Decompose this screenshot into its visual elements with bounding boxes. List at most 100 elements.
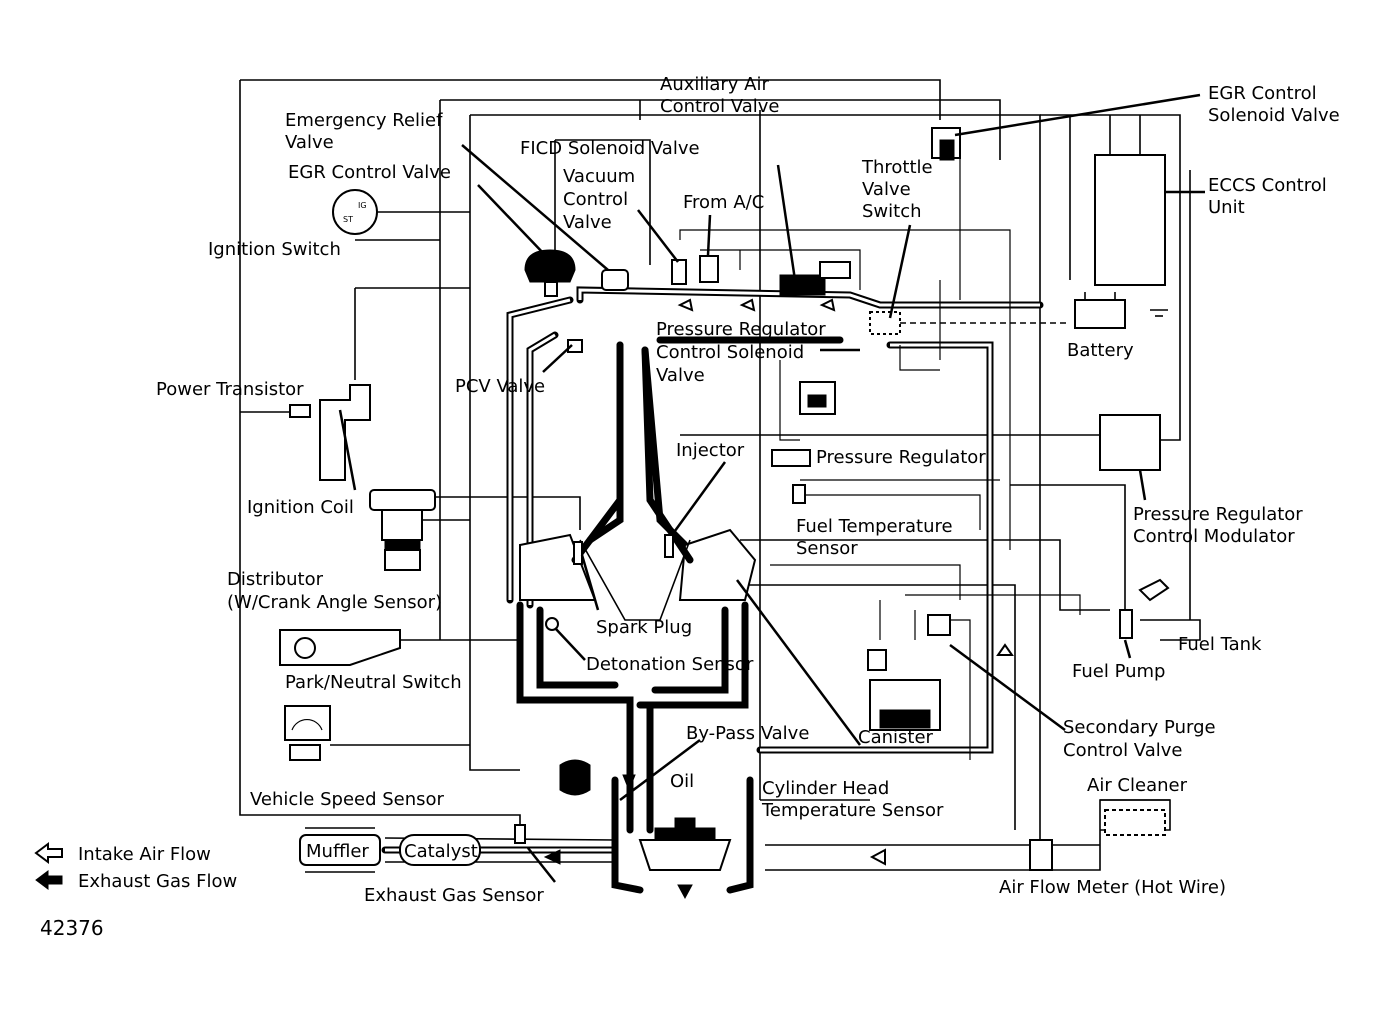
leader-lines: [461, 93, 1205, 883]
catalyst-symbol: [399, 834, 481, 866]
pr-solenoid-label-line2: Control Solenoid: [656, 342, 804, 363]
ficd-solenoid-valve-symbol: [699, 255, 719, 283]
exhaust-down-arrow: [622, 774, 636, 792]
detonation-sensor-symbol: [545, 617, 559, 631]
by-pass-valve-label: By-Pass Valve: [686, 723, 809, 744]
vacuum-control-label-line2: Control: [563, 189, 628, 210]
cyl-head-temp-label-line2: Temperature Sensor: [761, 800, 944, 821]
wiring-harness: [239, 79, 1201, 850]
exhaust-gas-sensor-symbol: [514, 824, 526, 844]
air-flow-meter-label: Air Flow Meter (Hot Wire): [999, 877, 1226, 898]
manifold-intake-arrow-3: [819, 298, 836, 312]
park-neutral-switch-symbol: [279, 629, 401, 666]
ignition-coil-label: Ignition Coil: [247, 497, 354, 518]
vacuum-control-label-line1: Vacuum: [563, 166, 635, 187]
egr-control-valve-label: EGR Control Valve: [288, 162, 451, 183]
pr-solenoid-label-line3: Valve: [656, 365, 705, 386]
eccs-control-unit-box: [1094, 154, 1166, 286]
ignition-switch-ig-mark: IG: [358, 201, 367, 210]
intake-air-flow-legend-icon: [34, 842, 63, 864]
auxiliary-air-label-line2: Control Valve: [660, 96, 779, 117]
muffler-symbol: [299, 834, 381, 866]
pr-solenoid-label-line1: Pressure Regulator: [656, 319, 826, 340]
detonation-sensor-label: Detonation Sensor: [586, 654, 754, 675]
fuel-temp-label-line1: Fuel Temperature: [796, 516, 953, 537]
vehicle-speed-sensor-symbol: [284, 705, 331, 761]
battery-label: Battery: [1067, 340, 1134, 361]
throttle-switch-label-line3: Switch: [862, 201, 922, 222]
figure-id: 42376: [40, 916, 104, 940]
ficd-solenoid-label: FICD Solenoid Valve: [520, 138, 700, 159]
emergency-relief-label-line2: Valve: [285, 132, 334, 153]
muffler-label: Muffler: [306, 841, 369, 862]
ignition-coil-symbol: [289, 384, 371, 491]
ignition-switch-label: Ignition Switch: [208, 239, 341, 260]
catalyst-label: Catalyst: [404, 841, 478, 862]
by-pass-valve-symbol: [559, 759, 591, 796]
engine-block-symbol: [519, 341, 757, 621]
cyl-head-temp-label-line1: Cylinder Head: [762, 778, 889, 799]
throttle-switch-label-line1: Throttle: [861, 157, 933, 178]
air-cleaner-label: Air Cleaner: [1087, 775, 1188, 796]
exhaust-flow-arrow: [543, 849, 561, 865]
exhaust-gas-flow-legend-icon: [35, 870, 63, 890]
emergency-relief-label-line1: Emergency Relief: [285, 110, 443, 131]
legend: Intake Air Flow Exhaust Gas Flow: [34, 842, 237, 892]
intake-flow-arrow-bottom: [869, 848, 886, 866]
fuel-tank-label: Fuel Tank: [1178, 634, 1262, 655]
canister-symbol: [867, 614, 951, 731]
auxiliary-air-control-valve-symbol: [819, 261, 851, 279]
secondary-purge-label-line2: Control Valve: [1063, 740, 1182, 761]
distributor-symbol: [369, 489, 436, 571]
hose-network: [506, 150, 1081, 834]
fuel-temp-label-line2: Sensor: [796, 538, 858, 559]
ignition-switch-symbol: IG ST: [332, 189, 378, 235]
pr-modulator-label-line2: Control Modulator: [1133, 526, 1295, 547]
pressure-regulator-symbol: [771, 449, 811, 467]
auxiliary-air-label-line1: Auxiliary Air: [660, 74, 769, 95]
battery-symbol: [1074, 292, 1168, 329]
egr-solenoid-label-line2: Solenoid Valve: [1208, 105, 1340, 126]
exhaust-gas-flow-legend-label: Exhaust Gas Flow: [78, 871, 237, 892]
oil-label: Oil: [670, 771, 694, 792]
emergency-relief-valve-symbol: [601, 269, 629, 291]
intake-flow-arrow-right: [996, 643, 1014, 656]
eccs-label-line1: ECCS Control: [1208, 175, 1327, 196]
distributor-label-line1: Distributor: [227, 569, 324, 590]
egr-control-solenoid-valve-symbol: [931, 127, 961, 161]
pr-modulator-label-line1: Pressure Regulator: [1133, 504, 1303, 525]
vehicle-speed-sensor-label: Vehicle Speed Sensor: [250, 789, 445, 810]
injector-label: Injector: [676, 440, 745, 461]
vacuum-control-label-line3: Valve: [563, 212, 612, 233]
air-flow-meter-symbol: [1029, 839, 1053, 871]
vacuum-control-valve-symbol: [671, 259, 687, 285]
spark-plug-left-symbol: [573, 541, 583, 565]
spark-plug-label: Spark Plug: [596, 617, 692, 638]
distributor-label-line2: (W/Crank Angle Sensor): [227, 592, 442, 613]
pcv-valve-symbol: [567, 339, 583, 353]
manifold-intake-arrow-1: [677, 298, 694, 312]
from-ac-label: From A/C: [683, 192, 764, 213]
oil-pan-symbol: [638, 817, 732, 900]
pcv-valve-label: PCV Valve: [455, 376, 545, 397]
intake-air-flow-legend-label: Intake Air Flow: [78, 844, 211, 865]
pressure-regulator-label: Pressure Regulator: [816, 447, 986, 468]
canister-label: Canister: [858, 727, 934, 748]
spark-plug-right-symbol: [664, 534, 674, 558]
fuel-temperature-sensor-symbol: [792, 484, 806, 504]
secondary-purge-label-line1: Secondary Purge: [1063, 717, 1216, 738]
throttle-switch-label-line2: Valve: [862, 179, 911, 200]
throttle-chamber-symbol: [779, 274, 826, 296]
eccs-label-line2: Unit: [1208, 197, 1245, 218]
fuel-tank-symbol: [1119, 578, 1170, 639]
pressure-regulator-control-modulator-box: [1099, 414, 1161, 471]
ignition-switch-st-mark: ST: [343, 215, 353, 224]
manifold-intake-arrow-2: [739, 298, 756, 312]
fuel-pump-label: Fuel Pump: [1072, 661, 1165, 682]
throttle-valve-switch-symbol: [869, 311, 901, 335]
text-labels: Auxiliary Air Control Valve EGR Control …: [156, 74, 1340, 906]
egr-solenoid-label-line1: EGR Control: [1208, 83, 1317, 104]
egr-control-valve-symbol: [524, 249, 576, 297]
